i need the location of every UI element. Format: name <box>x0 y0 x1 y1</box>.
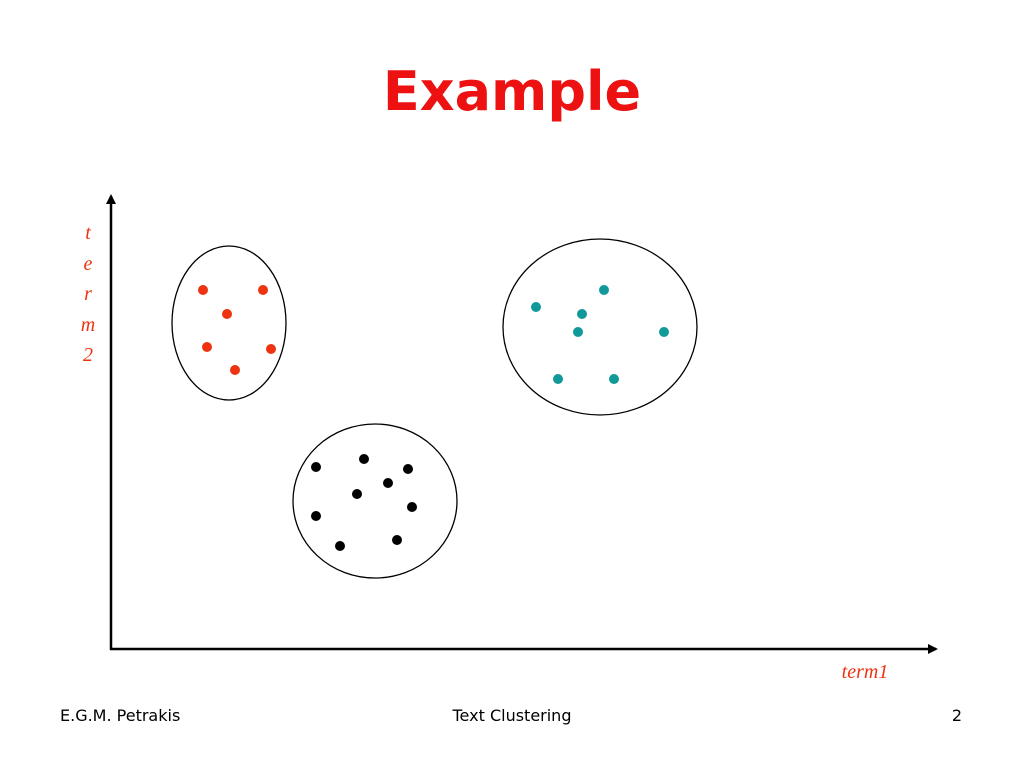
slide-title: Example <box>382 60 642 123</box>
red-point <box>258 285 268 295</box>
black-point <box>335 541 345 551</box>
footer-author: E.G.M. Petrakis <box>60 706 181 725</box>
teal-point <box>599 285 609 295</box>
teal-point <box>553 374 563 384</box>
black-point <box>392 535 402 545</box>
teal-cluster <box>502 238 698 416</box>
black-point <box>311 462 321 472</box>
black-point <box>311 511 321 521</box>
red-cluster <box>171 245 287 401</box>
black-point <box>407 502 417 512</box>
red-point <box>222 309 232 319</box>
black-cluster <box>292 423 458 579</box>
teal-point <box>531 302 541 312</box>
red-point <box>202 342 212 352</box>
black-point <box>359 454 369 464</box>
teal-point <box>609 374 619 384</box>
black-point <box>403 464 413 474</box>
black-point <box>352 489 362 499</box>
teal-point <box>573 327 583 337</box>
x-axis-label: term1 <box>841 661 889 683</box>
footer-topic: Text Clustering <box>452 706 572 725</box>
teal-point <box>577 309 587 319</box>
footer-page-number: 2 <box>951 706 962 725</box>
red-cluster-outline <box>171 245 287 401</box>
black-point <box>383 478 393 488</box>
black-cluster-outline <box>292 423 458 579</box>
teal-point <box>659 327 669 337</box>
red-point <box>266 344 276 354</box>
red-point <box>230 365 240 375</box>
red-point <box>198 285 208 295</box>
teal-cluster-outline <box>502 238 698 416</box>
